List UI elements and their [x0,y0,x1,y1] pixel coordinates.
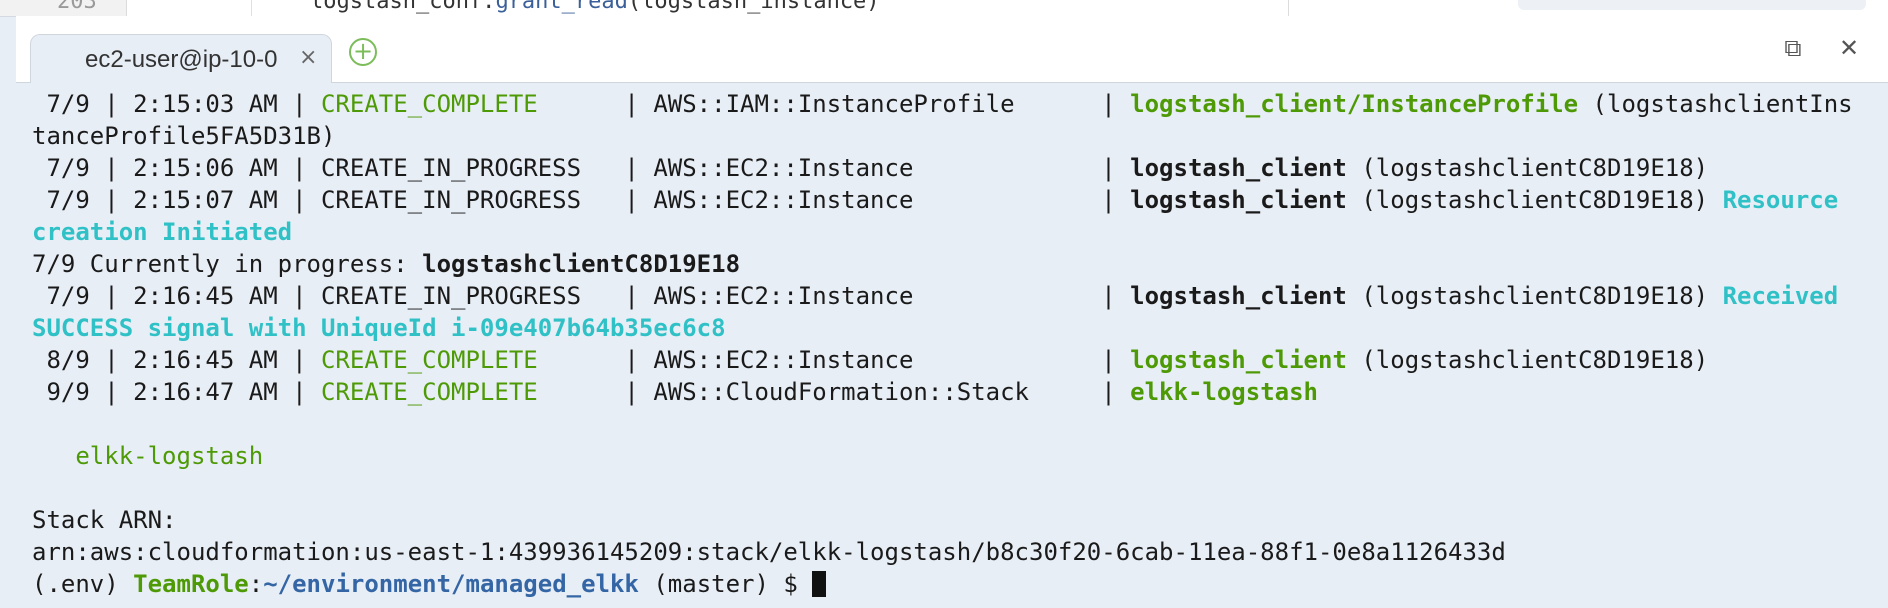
event-type: | AWS::IAM::InstanceProfile | [537,90,1131,118]
terminal-line: 7/9 | 2:15:07 AM | CREATE_IN_PROGRESS | … [32,184,1872,216]
event-prefix: 7/9 | 2:15:03 AM | [32,90,321,118]
terminal-line: 7/9 | 2:15:03 AM | CREATE_COMPLETE | AWS… [32,88,1872,120]
event-physical-id: (logstashclientC8D19E18) [1346,282,1723,310]
event-prefix: 9/9 | 2:16:47 AM | [32,378,321,406]
event-prefix: 8/9 | 2:16:45 AM | [32,346,321,374]
event-status: CREATE_COMPLETE [320,90,538,118]
event-resource: logstash_client [1130,346,1347,374]
terminal-line: creation Initiated [32,218,293,246]
window-close-icon[interactable]: ✕ [1838,34,1860,62]
terminal-line: 8/9 | 2:16:45 AM | CREATE_COMPLETE | AWS… [32,344,1872,376]
stack-arn: arn:aws:cloudformation:us-east-1:4399361… [32,538,1506,566]
terminal-blank-line [32,408,1872,440]
event-reason: Received [1722,282,1839,310]
terminal-line: elkk-logstash [32,442,264,470]
event-type: | AWS::CloudFormation::Stack | [537,378,1131,406]
event-resource: logstash_client [1130,282,1347,310]
terminal-output[interactable]: 7/9 | 2:15:03 AM | CREATE_COMPLETE | AWS… [32,88,1872,608]
event-status: CREATE_COMPLETE [320,378,538,406]
prompt-path: ~/environment/managed_elkk [263,570,639,598]
terminal-line: tanceProfile5FA5D31B) [32,122,336,150]
event-resource: logstash_client/InstanceProfile [1130,90,1579,118]
tab-label: ec2-user@ip-10-0 [85,46,278,73]
shell-prompt[interactable]: (.env) TeamRole:~/environment/managed_el… [32,568,1872,600]
terminal-tabbar: ec2-user@ip-10-0 × + ⧉ ✕ [16,16,1888,83]
event-resource: logstash_client [1130,186,1347,214]
cursor[interactable] [812,571,827,597]
event-reason: Resource [1722,186,1839,214]
event-prefix: 7/9 | 2:16:45 AM | CREATE_IN_PROGRESS | … [32,282,1131,310]
terminal-pane: ec2-user@ip-10-0 × + ⧉ ✕ 7/9 | 2:15:03 A… [16,16,1888,608]
event-physical-id: (logstashclientC8D19E18) [1346,346,1709,374]
code-line[interactable]: logstash_conf.grant_read(logstash_instan… [310,0,880,14]
event-physical-id: (logstashclientC8D19E18) [1346,186,1723,214]
code-function: grant_read [495,0,628,14]
event-resource: elkk-logstash [1130,378,1318,406]
editor-divider [1288,0,1289,16]
editor-gutter: 203 [0,0,127,16]
close-icon[interactable]: × [299,45,318,70]
event-type: | AWS::EC2::Instance | [537,346,1131,374]
editor-side-panel [1518,0,1866,10]
terminal-line: 9/9 | 2:16:47 AM | CREATE_COMPLETE | AWS… [32,376,1872,408]
event-physical-id: (logstashclientIns [1578,90,1853,118]
progress-text: 7/9 Currently in progress: [32,250,423,278]
prompt-env: (.env) [32,570,134,598]
editor-strip: 203 logstash_conf.grant_read(logstash_in… [0,0,1888,17]
add-tab-icon[interactable]: + [349,38,377,66]
terminal-line: 7/9 Currently in progress: logstashclien… [32,248,1872,280]
maximize-icon[interactable]: ⧉ [1784,34,1802,62]
progress-resource: logstashclientC8D19E18 [422,250,741,278]
terminal-tab[interactable]: ec2-user@ip-10-0 × [30,34,332,83]
event-status: CREATE_COMPLETE [320,346,538,374]
terminal-line: SUCCESS signal with UniqueId i-09e407b64… [32,314,726,342]
terminal-line: 7/9 | 2:16:45 AM | CREATE_IN_PROGRESS | … [32,280,1872,312]
prompt-branch: (master) $ [638,570,813,598]
terminal-line: 7/9 | 2:15:06 AM | CREATE_IN_PROGRESS | … [32,152,1872,184]
terminal-blank-line [32,472,1872,504]
code-suffix: (logstash_instance) [627,0,880,14]
code-prefix: logstash_conf. [310,0,496,14]
event-prefix: 7/9 | 2:15:06 AM | CREATE_IN_PROGRESS | … [32,154,1131,182]
event-resource: logstash_client [1130,154,1347,182]
terminal-line: Stack ARN: [32,506,177,534]
line-number: 203 [57,0,97,14]
indent-guide [251,0,252,16]
event-prefix: 7/9 | 2:15:07 AM | CREATE_IN_PROGRESS | … [32,186,1131,214]
prompt-colon: : [248,570,264,598]
prompt-user: TeamRole [133,570,249,598]
event-physical-id: (logstashclientC8D19E18) [1346,154,1709,182]
